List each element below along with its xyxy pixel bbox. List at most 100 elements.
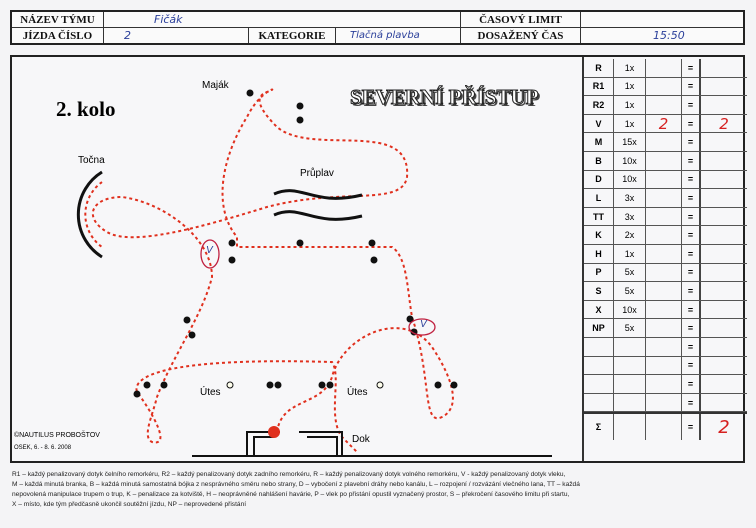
penalty-multiplier: 2x: [614, 226, 646, 244]
penalty-multiplier: 1x: [614, 96, 646, 114]
equals-sign: =: [682, 96, 701, 114]
penalty-count: [646, 189, 682, 207]
reef-label: Útes: [200, 387, 221, 398]
penalty-row: R 1x =: [584, 59, 747, 78]
penalty-multiplier: [614, 393, 646, 412]
equals-sign: =: [682, 245, 701, 263]
penalty-multiplier: [614, 356, 646, 375]
penalty-code: R: [584, 59, 614, 77]
penalty-total: [701, 208, 747, 226]
legend-line: nepovolená manipulace trupem o trup, K –…: [12, 491, 570, 498]
penalty-row: P 5x =: [584, 263, 747, 283]
penalty-code: M: [584, 133, 614, 151]
penalty-multiplier: [614, 338, 646, 356]
time-limit-value: [581, 12, 743, 28]
penalty-row: =: [584, 393, 747, 413]
penalty-total: [701, 78, 747, 96]
penalty-count: [646, 300, 682, 319]
equals-sign: =: [682, 207, 701, 226]
equals-sign: =: [682, 114, 701, 133]
penalty-total: [701, 375, 747, 393]
equals-sign: =: [682, 319, 701, 337]
penalty-code: R1: [584, 77, 614, 96]
penalty-row: B 10x =: [584, 152, 747, 171]
penalty-multiplier: 1x: [614, 245, 646, 263]
penalty-row: R2 1x =: [584, 96, 747, 115]
penalty-count: [646, 393, 682, 412]
penalty-code: NP: [584, 319, 614, 337]
sum-symbol: Σ: [584, 414, 614, 441]
penalty-multiplier: 1x: [614, 77, 646, 96]
penalty-code: S: [584, 282, 614, 300]
penalty-total: [701, 171, 747, 189]
equals-sign: =: [682, 300, 701, 319]
legend-line: M – každá minutá branka, B – každá minut…: [12, 481, 580, 488]
penalty-code: R2: [584, 96, 614, 114]
equals-sign: =: [682, 393, 701, 412]
legend-line: R1 – každý penalizovaný dotyk čelního re…: [12, 471, 566, 478]
lighthouse-label: Maják: [202, 80, 229, 91]
penalty-total: [701, 152, 747, 170]
penalty-total: [701, 282, 747, 300]
equals-sign: =: [682, 338, 701, 356]
equals-sign: =: [682, 356, 701, 375]
penalty-row: S 5x =: [584, 282, 747, 301]
penalty-row: M 15x =: [584, 133, 747, 152]
penalty-code: L: [584, 189, 614, 207]
time-limit-label: ČASOVÝ LIMIT: [461, 12, 581, 28]
penalty-total: [701, 301, 747, 319]
penalty-row: D 10x =: [584, 170, 747, 190]
dock-icon: [192, 431, 552, 457]
penalty-row: H 1x =: [584, 245, 747, 264]
header-table: NÁZEV TÝMU Fičák ČASOVÝ LIMIT JÍZDA ČÍSL…: [10, 10, 745, 45]
equals-sign: =: [682, 226, 701, 244]
boat-path: [91, 88, 454, 453]
penalty-multiplier: 3x: [614, 189, 646, 207]
penalty-row: V 1x 2 = 2: [584, 115, 747, 134]
equals-sign: =: [682, 170, 701, 189]
canal-lower: [273, 210, 363, 221]
penalty-code: V: [584, 114, 614, 133]
penalty-total: [701, 133, 747, 151]
penalty-count: [646, 338, 682, 356]
penalty-code: [584, 393, 614, 412]
team-name-label: NÁZEV TÝMU: [12, 12, 104, 28]
penalty-multiplier: [614, 375, 646, 393]
equals-sign: =: [682, 77, 701, 96]
penalty-total: [701, 189, 747, 207]
credit: ©NAUTILUS PROBOŠTOV: [14, 432, 100, 439]
start-marker: [268, 426, 280, 438]
course-sheet: 2. kolo SEVERNÍ PŘÍSTUP Maják Točna Průp…: [10, 55, 747, 463]
turntable-icon: [76, 170, 103, 259]
penalty-total: [701, 338, 747, 356]
penalty-code: H: [584, 245, 614, 263]
penalty-count: [646, 77, 682, 96]
equals-sign: =: [682, 282, 701, 300]
penalty-row: NP 5x =: [584, 319, 747, 338]
penalty-multiplier: 10x: [614, 170, 646, 189]
sum-row: Σ = 2: [584, 412, 747, 441]
course-map: [76, 88, 552, 457]
penalty-mark: V: [420, 319, 427, 330]
penalty-total: [701, 357, 747, 375]
penalty-total: [701, 264, 747, 282]
penalty-count: [646, 319, 682, 337]
penalty-multiplier: 5x: [614, 319, 646, 337]
penalty-total: [701, 59, 747, 77]
penalty-row: =: [584, 338, 747, 357]
penalty-multiplier: 10x: [614, 300, 646, 319]
equals-sign: =: [682, 189, 701, 207]
penalty-multiplier: 5x: [614, 282, 646, 300]
penalty-count: [646, 356, 682, 375]
category-label: KATEGORIE: [249, 28, 336, 43]
penalty-code: K: [584, 226, 614, 244]
penalty-count: [646, 59, 682, 77]
equals-sign: =: [682, 152, 701, 170]
penalty-total: [701, 319, 747, 337]
penalty-row: X 10x =: [584, 300, 747, 320]
penalty-code: D: [584, 170, 614, 189]
penalty-count: [646, 245, 682, 263]
sum-total: 2: [718, 416, 730, 438]
penalty-count: 2: [646, 115, 682, 133]
equals-sign: =: [682, 133, 701, 151]
